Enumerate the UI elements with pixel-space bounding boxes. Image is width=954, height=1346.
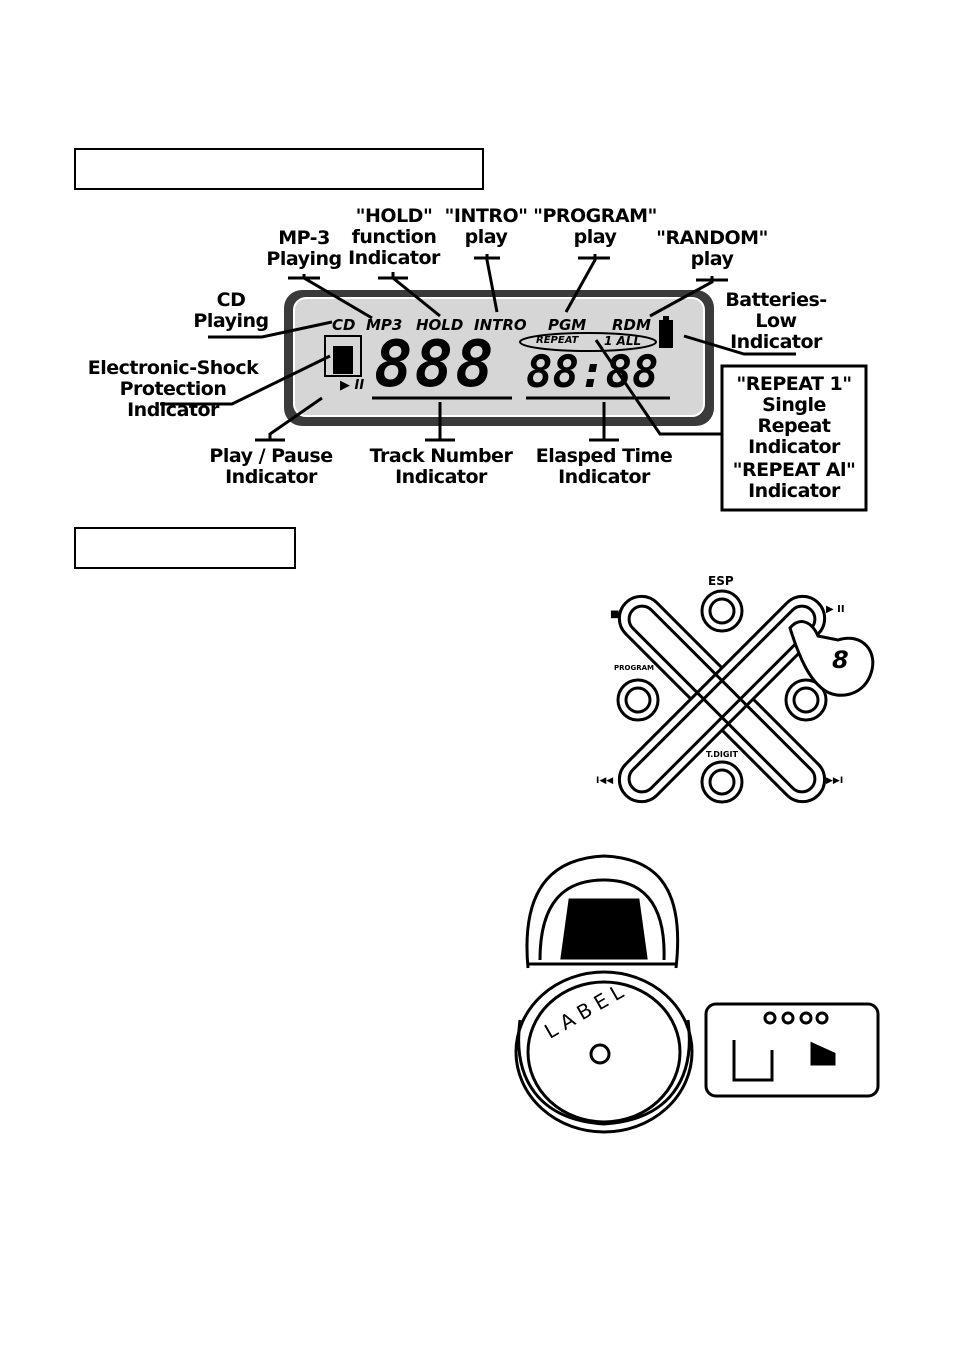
controls-section-heading bbox=[74, 527, 296, 569]
callout-mp3-playing: MP-3 Playing bbox=[266, 227, 342, 270]
prev-button-label: I◀◀ bbox=[596, 776, 614, 786]
callout-intro-play: "INTRO" play bbox=[444, 205, 528, 248]
lcd-section-heading bbox=[74, 148, 484, 190]
lcd-intro: INTRO bbox=[474, 316, 527, 334]
lcd-rdm: RDM bbox=[612, 316, 651, 334]
next-button-label: ▶▶I bbox=[826, 776, 844, 786]
esp-button-label: ESP bbox=[708, 574, 734, 588]
lcd-cd: CD bbox=[332, 316, 356, 334]
callout-track-number: Track Number Indicator bbox=[369, 445, 513, 488]
finger-digit: 8 bbox=[832, 646, 849, 674]
callout-hold-function: "HOLD" function Indicator bbox=[348, 205, 440, 269]
callout-random-play: "RANDOM" play bbox=[656, 227, 768, 270]
lcd-track-digits: 888 bbox=[374, 328, 496, 402]
callout-cd-playing: CD Playing bbox=[193, 289, 269, 332]
callout-esp-indicator: Electronic-Shock Protection Indicator bbox=[87, 357, 259, 421]
lcd-screen bbox=[293, 297, 705, 417]
program-button-label: PROGRAM bbox=[614, 664, 654, 672]
lcd-hold: HOLD bbox=[416, 316, 464, 334]
lcd-one-all: 1 ALL bbox=[604, 334, 642, 348]
lcd-mp3: MP3 bbox=[366, 316, 403, 334]
callout-batteries-low: Batteries- Low Indicator bbox=[725, 289, 827, 353]
play-pause-button-label: ▶ II bbox=[826, 604, 845, 615]
stop-button-label: ■ bbox=[610, 609, 620, 620]
callout-program-play: "PROGRAM" play bbox=[533, 205, 657, 248]
callout-elapsed-time: Elasped Time Indicator bbox=[535, 445, 673, 488]
lcd-time-digits: 88:88 bbox=[526, 347, 659, 398]
callout-play-pause: Play / Pause Indicator bbox=[209, 445, 333, 488]
lcd-pgm: PGM bbox=[548, 316, 587, 334]
lcd-repeat: REPEAT bbox=[536, 335, 579, 346]
callout-repeat-1: "REPEAT 1" Single Repeat Indicator bbox=[736, 373, 852, 458]
lcd-play-pause-icon: ▶ II bbox=[340, 378, 365, 393]
callout-repeat-all: "REPEAT Al" Indicator bbox=[732, 459, 856, 502]
tdigit-button-label: T.DIGIT bbox=[706, 750, 738, 759]
